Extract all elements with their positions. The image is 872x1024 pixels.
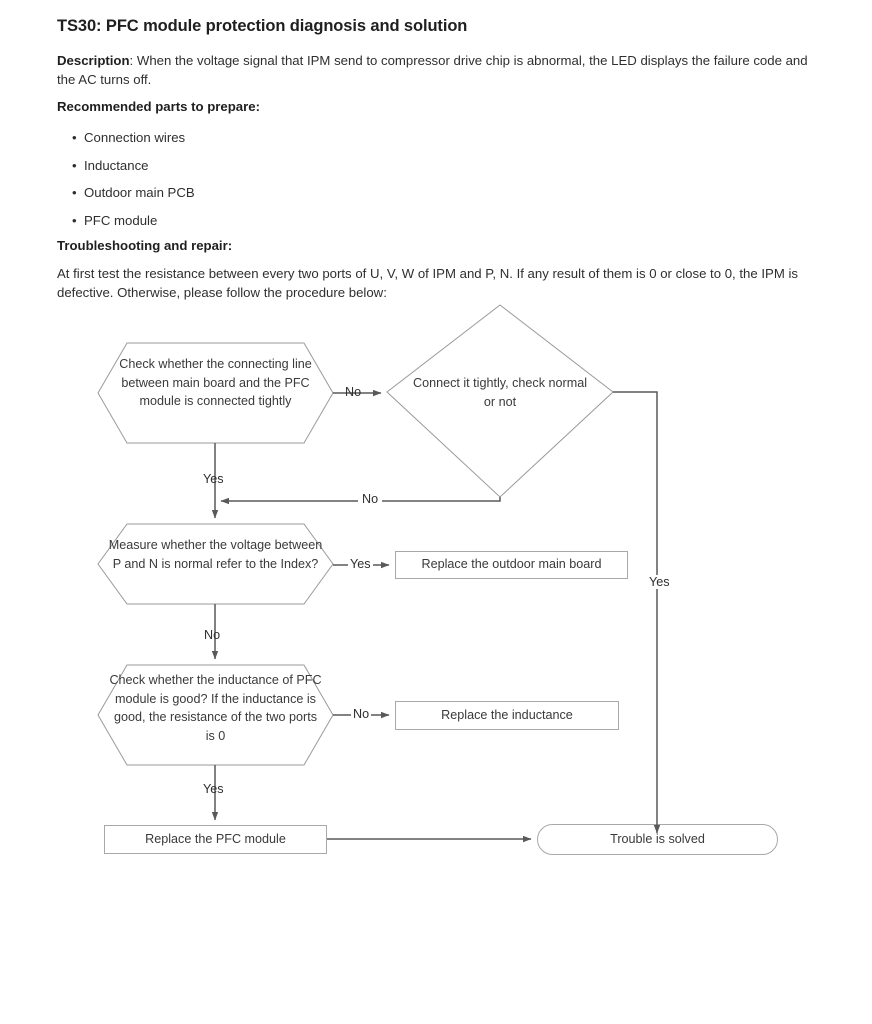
edge-label-n5-to-n7: Yes bbox=[203, 782, 224, 796]
list-item: Outdoor main PCB bbox=[57, 179, 195, 207]
node-check-inductance bbox=[97, 664, 334, 766]
list-item: Inductance bbox=[57, 152, 195, 180]
description-label: Description bbox=[57, 53, 130, 68]
node-measure-voltage bbox=[97, 523, 334, 605]
edge-label-n3-to-n5: No bbox=[204, 628, 221, 642]
edge-label-n1-to-n2: No bbox=[345, 385, 362, 399]
troubleshooting-heading: Troubleshooting and repair: bbox=[57, 238, 233, 253]
flowchart-canvas bbox=[97, 304, 778, 855]
page-title: TS30: PFC module protection diagnosis an… bbox=[57, 17, 468, 35]
node-replace-pfc-module bbox=[104, 825, 327, 854]
description-paragraph: Description: When the voltage signal tha… bbox=[57, 51, 817, 89]
node-replace-inductance bbox=[395, 701, 619, 730]
edge-label-n2-to-n3: No bbox=[358, 492, 383, 506]
node-replace-outdoor-main-board bbox=[395, 551, 628, 579]
troubleshooting-paragraph: At first test the resistance between eve… bbox=[57, 266, 799, 300]
edge-label-n3-to-n4: Yes bbox=[348, 557, 373, 571]
edge-label-n5-to-n6: No bbox=[351, 707, 372, 721]
node-connect-tightly-check bbox=[386, 304, 614, 498]
recommended-parts-heading: Recommended parts to prepare: bbox=[57, 99, 260, 114]
node-check-connecting-line bbox=[97, 342, 334, 444]
list-item: PFC module bbox=[57, 207, 195, 235]
recommended-parts-list: Connection wires Inductance Outdoor main… bbox=[57, 124, 195, 234]
edge-label-n1-to-n3: Yes bbox=[203, 472, 224, 486]
list-item: Connection wires bbox=[57, 124, 195, 152]
edge-n2-to-n3 bbox=[220, 497, 501, 505]
edge-n2-to-n8 bbox=[613, 391, 661, 834]
troubleshooting-flowchart: Check whether the connecting line betwee… bbox=[0, 290, 872, 890]
description-text: : When the voltage signal that IPM send … bbox=[57, 53, 808, 87]
edge-label-n2-to-n8: Yes bbox=[646, 575, 673, 589]
